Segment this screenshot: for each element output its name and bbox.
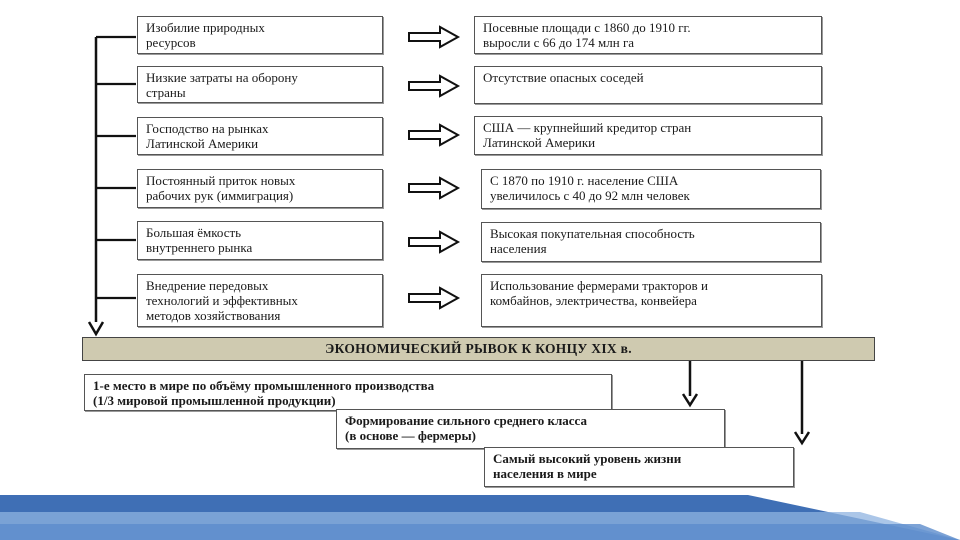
cause-text: Изобилие природных ресурсов [146, 20, 265, 50]
cause-box: Большая ёмкость внутреннего рынка [137, 221, 383, 260]
effect-text: Отсутствие опасных соседей [483, 70, 644, 85]
result-text: 1-е место в мире по объёму промышленного… [93, 378, 435, 408]
trunk-arrowhead [87, 321, 105, 337]
down-arrowhead [793, 431, 811, 446]
result-box: Самый высокий уровень жизни населения в … [484, 447, 794, 487]
hollow-arrow-icon [408, 230, 461, 254]
hollow-arrow-icon [408, 176, 461, 200]
cause-text: Большая ёмкость внутреннего рынка [146, 225, 253, 255]
down-arrowhead [681, 393, 699, 408]
effect-text: Использование фермерами тракторов и комб… [490, 278, 708, 308]
cause-box: Постоянный приток новых рабочих рук (имм… [137, 169, 383, 208]
result-box: 1-е место в мире по объёму промышленного… [84, 374, 612, 411]
cause-box: Господство на рынках Латинской Америки [137, 117, 383, 155]
effect-text: Высокая покупательная способность населе… [490, 226, 695, 256]
footer-band-mid [0, 524, 960, 540]
cause-text: Низкие затраты на оборону страны [146, 70, 298, 100]
effect-box: Отсутствие опасных соседей [474, 66, 822, 104]
result-text: Формирование сильного среднего класса (в… [345, 413, 587, 443]
effect-text: США — крупнейший кредитор стран Латинско… [483, 120, 692, 150]
effect-box: Высокая покупательная способность населе… [481, 222, 821, 262]
footer-decorative-band [0, 495, 960, 540]
hollow-arrows [408, 25, 461, 310]
result-text: Самый высокий уровень жизни населения в … [493, 451, 682, 481]
result-banner: ЭКОНОМИЧЕСКИЙ РЫВОК К КОНЦУ XIX в. [82, 337, 875, 361]
hollow-arrow-icon [408, 74, 461, 98]
hollow-arrow-icon [408, 123, 461, 147]
effect-text: Посевные площади с 1860 до 1910 гг. выро… [483, 20, 691, 50]
cause-text: Господство на рынках Латинской Америки [146, 121, 269, 151]
cause-box: Низкие затраты на оборону страны [137, 66, 383, 103]
effect-box: Посевные площади с 1860 до 1910 гг. выро… [474, 16, 822, 54]
hollow-arrow-icon [408, 286, 461, 310]
cause-text: Постоянный приток новых рабочих рук (имм… [146, 173, 296, 203]
cause-box: Внедрение передовых технологий и эффекти… [137, 274, 383, 327]
result-box: Формирование сильного среднего класса (в… [336, 409, 725, 449]
effect-box: Использование фермерами тракторов и комб… [481, 274, 822, 327]
cause-box: Изобилие природных ресурсов [137, 16, 383, 54]
effect-box: США — крупнейший кредитор стран Латинско… [474, 116, 822, 155]
hollow-arrow-icon [408, 25, 461, 49]
effect-text: С 1870 по 1910 г. население США увеличил… [490, 173, 690, 203]
effect-box: С 1870 по 1910 г. население США увеличил… [481, 169, 821, 209]
cause-text: Внедрение передовых технологий и эффекти… [146, 278, 298, 323]
